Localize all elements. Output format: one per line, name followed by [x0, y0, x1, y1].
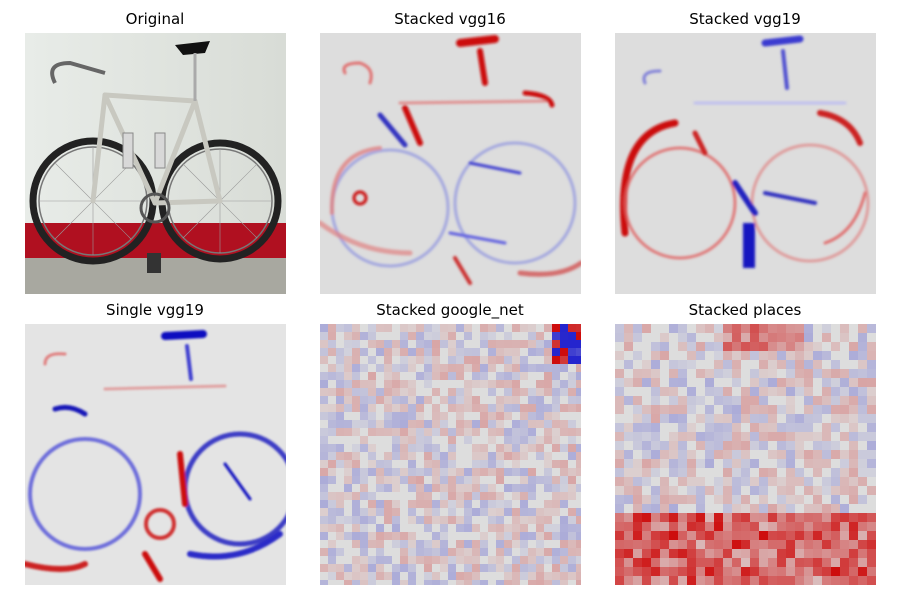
stacked-vgg19-heatmap: [615, 33, 876, 294]
panel-title-stacked-google-net: Stacked google_net: [376, 301, 524, 319]
original-bicycle-photo: [25, 33, 286, 294]
panel-title-stacked-vgg19: Stacked vgg19: [689, 10, 801, 28]
panel-title-original: Original: [125, 10, 185, 28]
stacked-google-net-heatmap: [320, 324, 581, 585]
stacked-places-heatmap: [615, 324, 876, 585]
single-vgg19-heatmap: [25, 324, 286, 585]
panel-title-single-vgg19: Single vgg19: [106, 301, 204, 319]
panel-title-stacked-vgg16: Stacked vgg16: [394, 10, 506, 28]
stacked-vgg16-heatmap: [320, 33, 581, 294]
panel-title-stacked-places: Stacked places: [688, 301, 802, 319]
